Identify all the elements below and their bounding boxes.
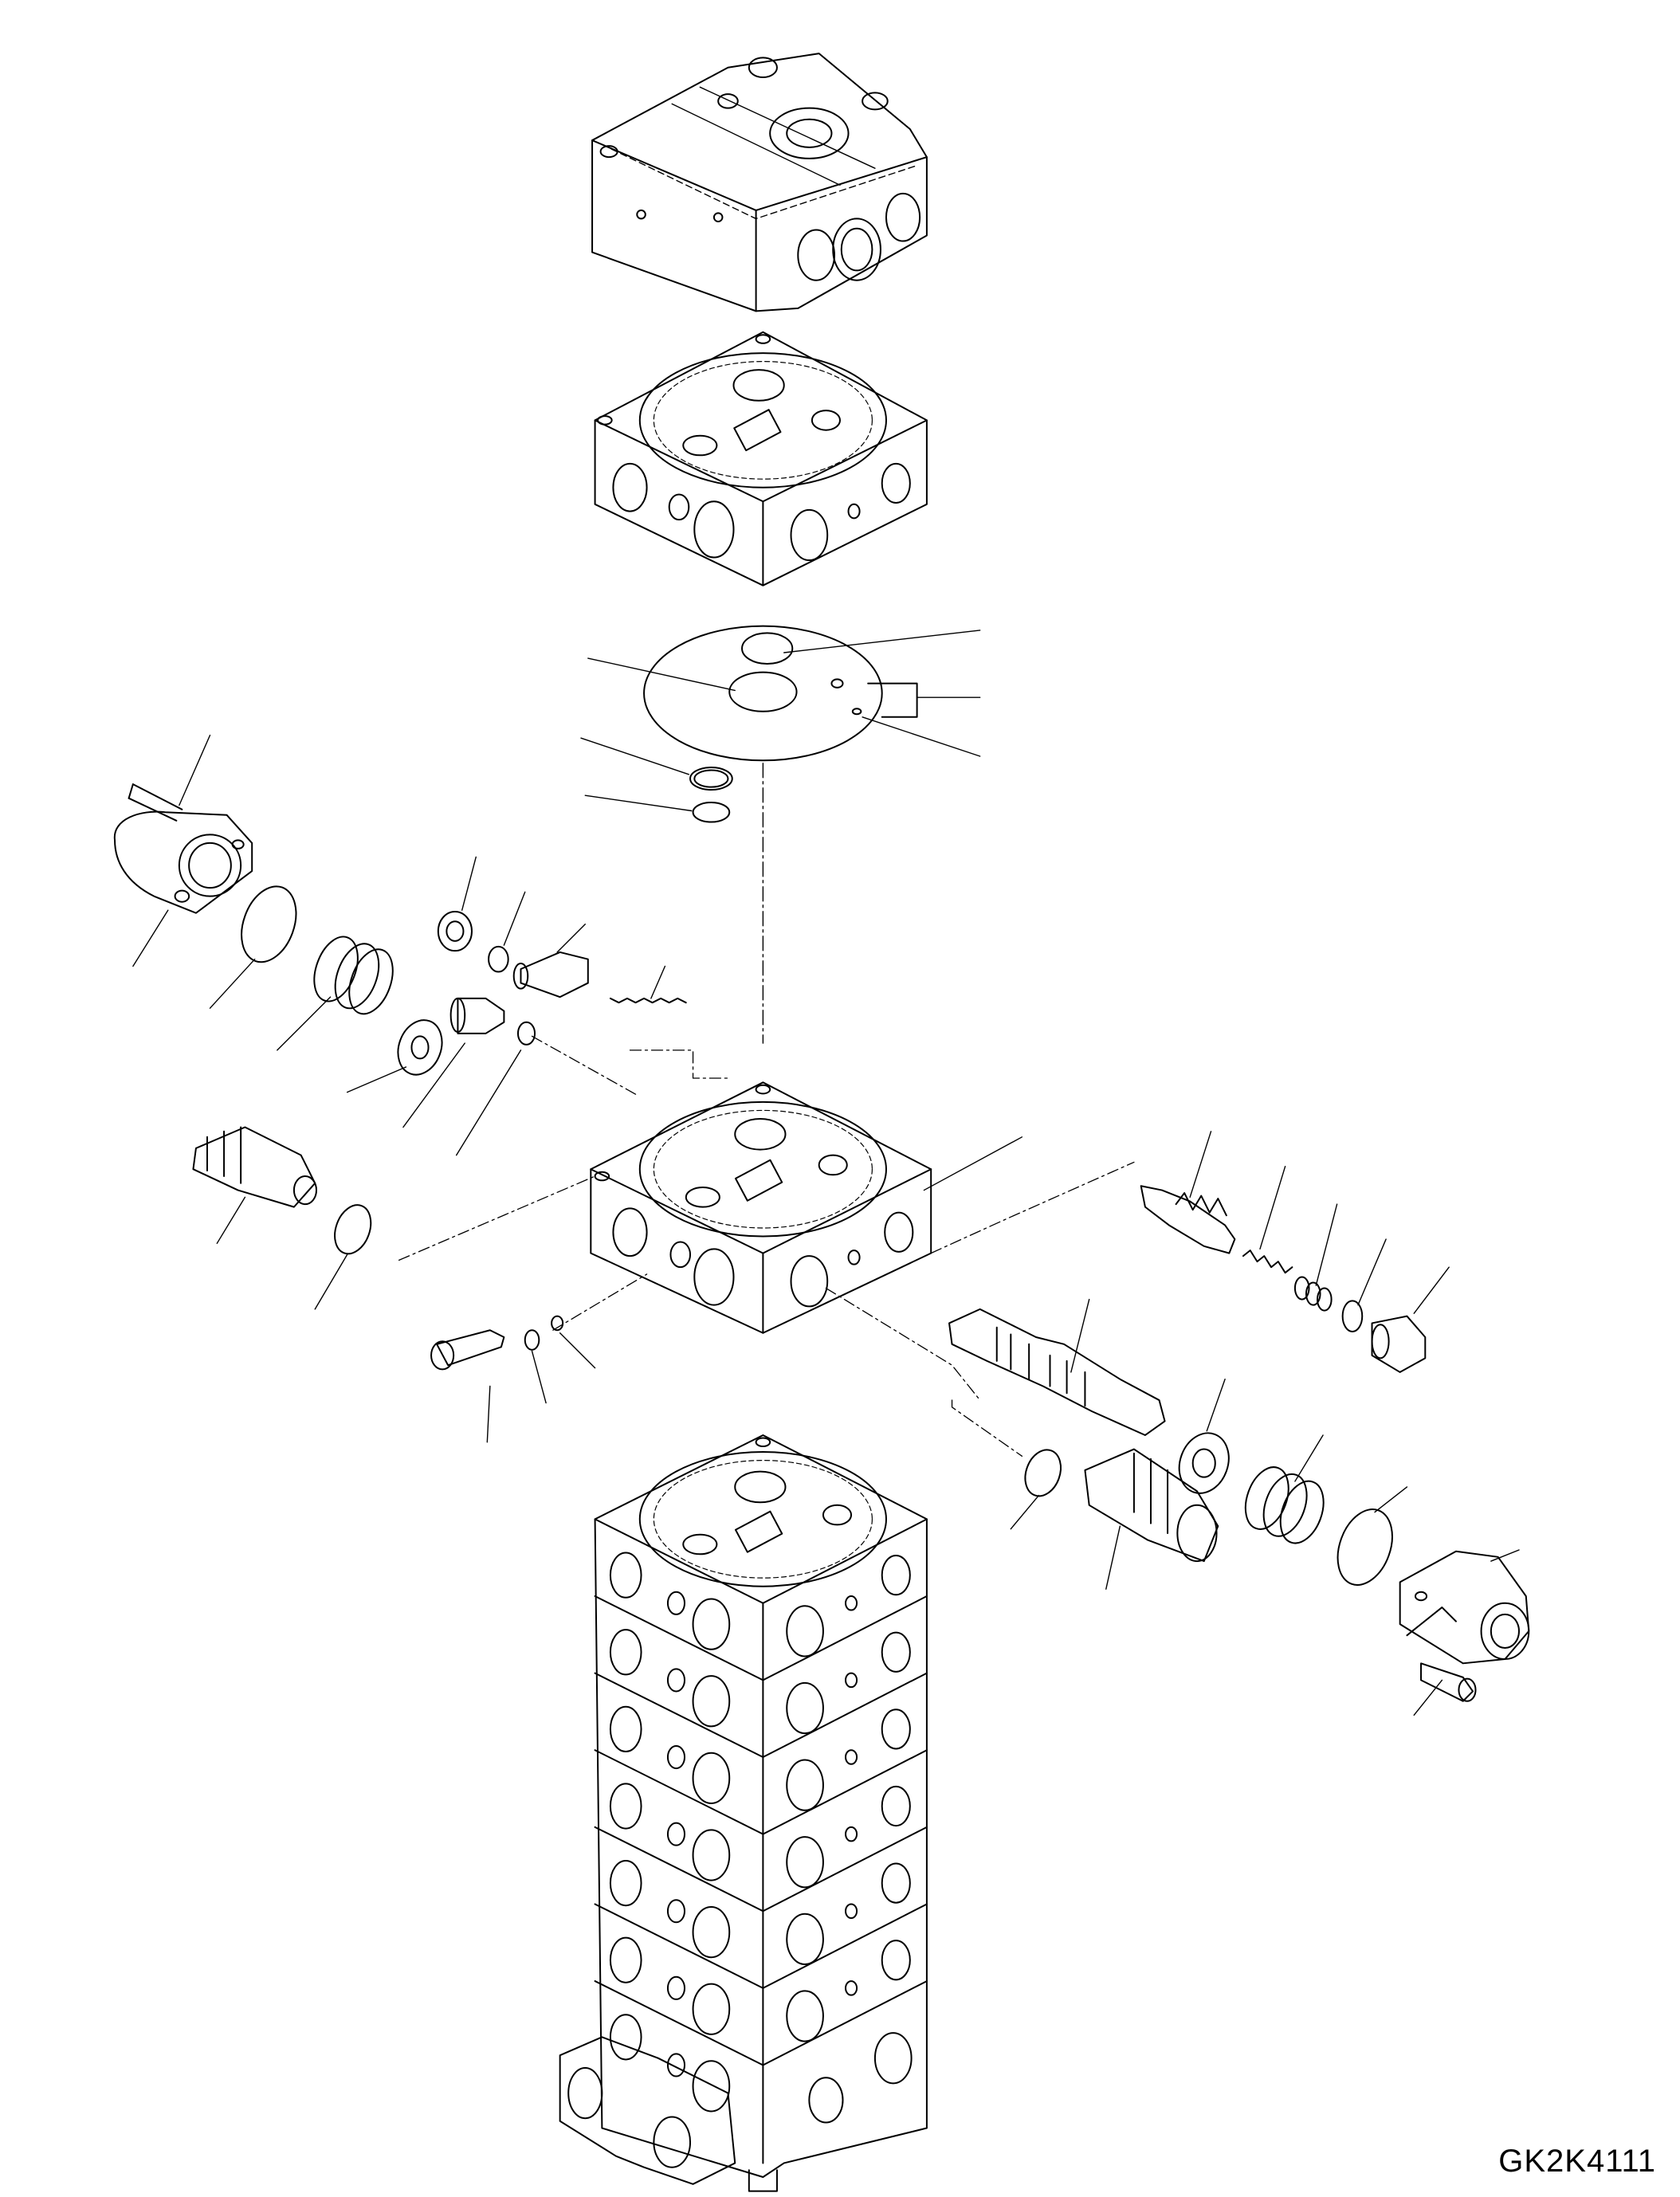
right-backup-rings — [1238, 1435, 1332, 1549]
inlet-section — [595, 332, 927, 586]
left-plug — [438, 857, 476, 951]
assembly-guide-lines — [399, 1036, 1134, 1456]
gasket-plate — [588, 626, 980, 761]
left-plug-o-ring — [489, 892, 525, 971]
right-check-plug — [1372, 1267, 1450, 1372]
left-poppet — [403, 998, 504, 1128]
lower-left-bolt — [431, 1330, 504, 1442]
top-end-cover — [592, 53, 927, 311]
right-check-seal-stack — [1295, 1204, 1337, 1311]
right-relief-valve — [1085, 1450, 1218, 1590]
o-rings-upper — [581, 738, 732, 822]
drawing-code-label: GK2K4111 — [1498, 2144, 1656, 2179]
lower-left-o-rings — [525, 1316, 595, 1403]
left-o-ring-large — [210, 879, 306, 1008]
right-cap-bolt — [1414, 1663, 1475, 1715]
right-pilot-cap — [1400, 1550, 1529, 1663]
lower-valve-stack — [560, 1435, 927, 2191]
left-pilot-cap — [115, 736, 252, 967]
left-relief-o-ring — [315, 1200, 377, 1309]
right-o-ring-large — [1328, 1487, 1407, 1593]
left-check-valve — [514, 924, 588, 997]
left-small-o-ring — [457, 1022, 535, 1155]
right-spool — [949, 1300, 1165, 1435]
left-spring-seat — [347, 1014, 449, 1092]
right-check-o-ring — [1343, 1239, 1386, 1332]
left-backup-rings — [277, 931, 401, 1050]
central-valve-section — [591, 1082, 1022, 1332]
left-spring — [610, 966, 686, 1002]
right-check-spring — [1243, 1167, 1292, 1273]
left-relief-valve — [193, 1128, 316, 1244]
right-check-cartridge — [1141, 1132, 1235, 1253]
right-relief-o-ring — [1011, 1445, 1066, 1529]
right-spring-seat — [1171, 1379, 1237, 1501]
